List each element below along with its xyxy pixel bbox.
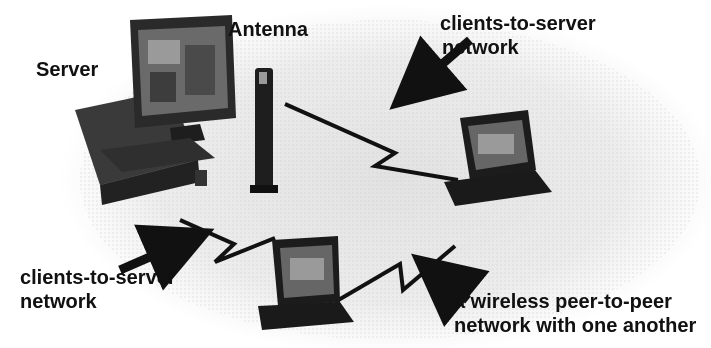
bottom-right-network-label-line1: a wireless peer-to-peer <box>454 291 672 313</box>
top-right-network-label-line1: clients-to-server <box>440 13 596 35</box>
server-computer-icon <box>75 15 236 205</box>
arrow-icon-top-right <box>389 35 473 110</box>
bottom-left-network-label: clients-to-server network <box>20 266 176 314</box>
server-label: Server <box>36 59 99 81</box>
bottom-right-network-label-line2: network with one another <box>454 315 697 337</box>
top-right-network-label-line2: network <box>442 37 519 59</box>
top-right-network-label: clients-to-server network <box>440 12 596 60</box>
bottom-left-network-label-line2: network <box>20 291 97 313</box>
antenna-label: Antenna <box>228 19 308 41</box>
laptop-icon-right <box>444 110 552 206</box>
laptop-icon-bottom <box>258 236 354 330</box>
bottom-right-network-label: a wireless peer-to-peer network with one… <box>454 290 696 338</box>
arrow-icon-bottom-right <box>411 253 490 328</box>
arrow-icon-bottom-left <box>118 224 215 291</box>
lightning-link-antenna-laptop <box>284 102 459 182</box>
bottom-left-network-label-line1: clients-to-server <box>20 267 176 289</box>
antenna-icon <box>250 68 278 193</box>
